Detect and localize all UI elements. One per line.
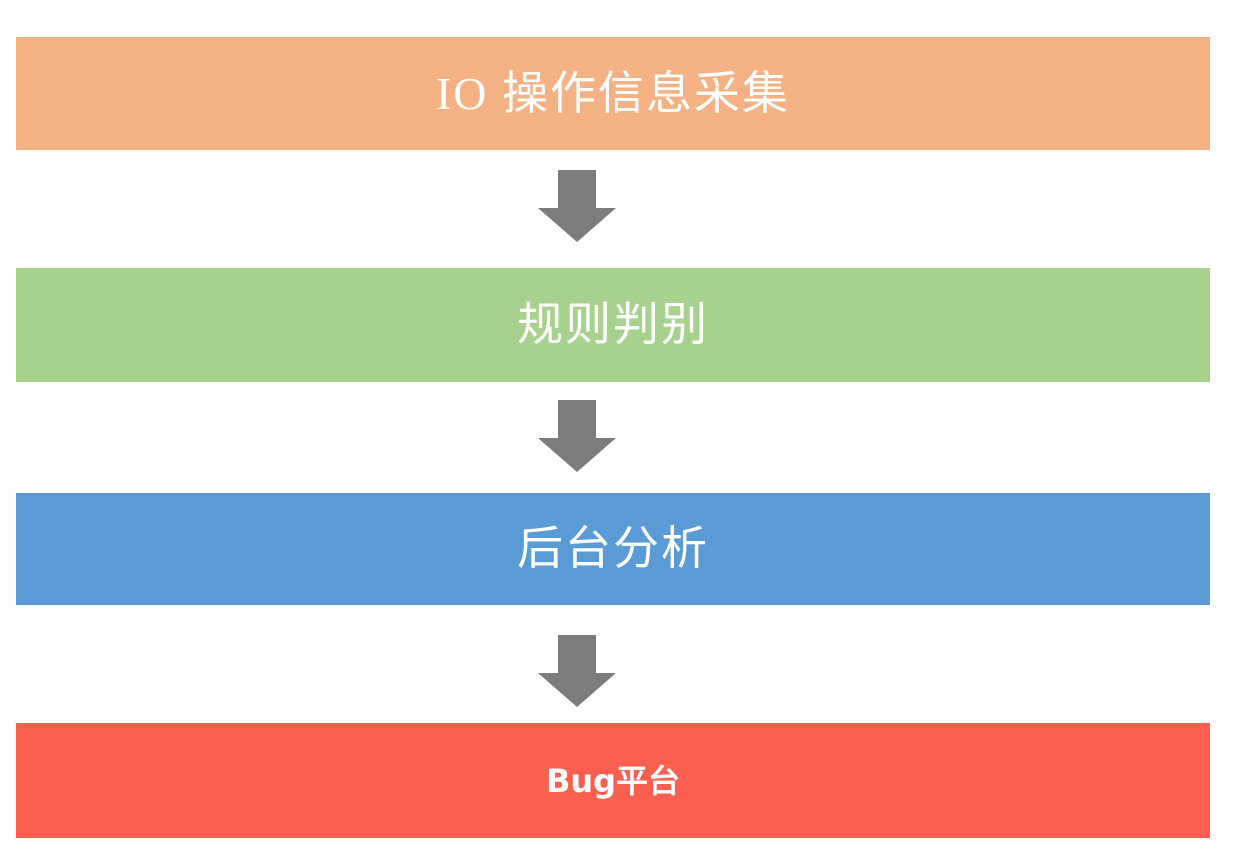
down-arrow-icon xyxy=(538,400,616,472)
flow-step-io-collection: IO 操作信息采集 xyxy=(16,37,1210,150)
flow-step-label: 后台分析 xyxy=(517,523,709,574)
down-arrow-shape xyxy=(538,400,616,472)
flow-step-rule-check: 规则判别 xyxy=(16,268,1210,382)
down-arrow-shape xyxy=(538,635,616,707)
down-arrow-shape xyxy=(538,170,616,242)
flow-step-label: 规则判别 xyxy=(517,299,709,350)
flow-step-label: Bug平台 xyxy=(545,761,681,800)
flow-step-label: IO 操作信息采集 xyxy=(435,67,791,119)
flow-step-backend-analysis: 后台分析 xyxy=(16,493,1210,605)
down-arrow-icon xyxy=(538,635,616,707)
down-arrow-icon xyxy=(538,170,616,242)
flow-step-bug-platform: Bug平台 xyxy=(16,723,1210,838)
